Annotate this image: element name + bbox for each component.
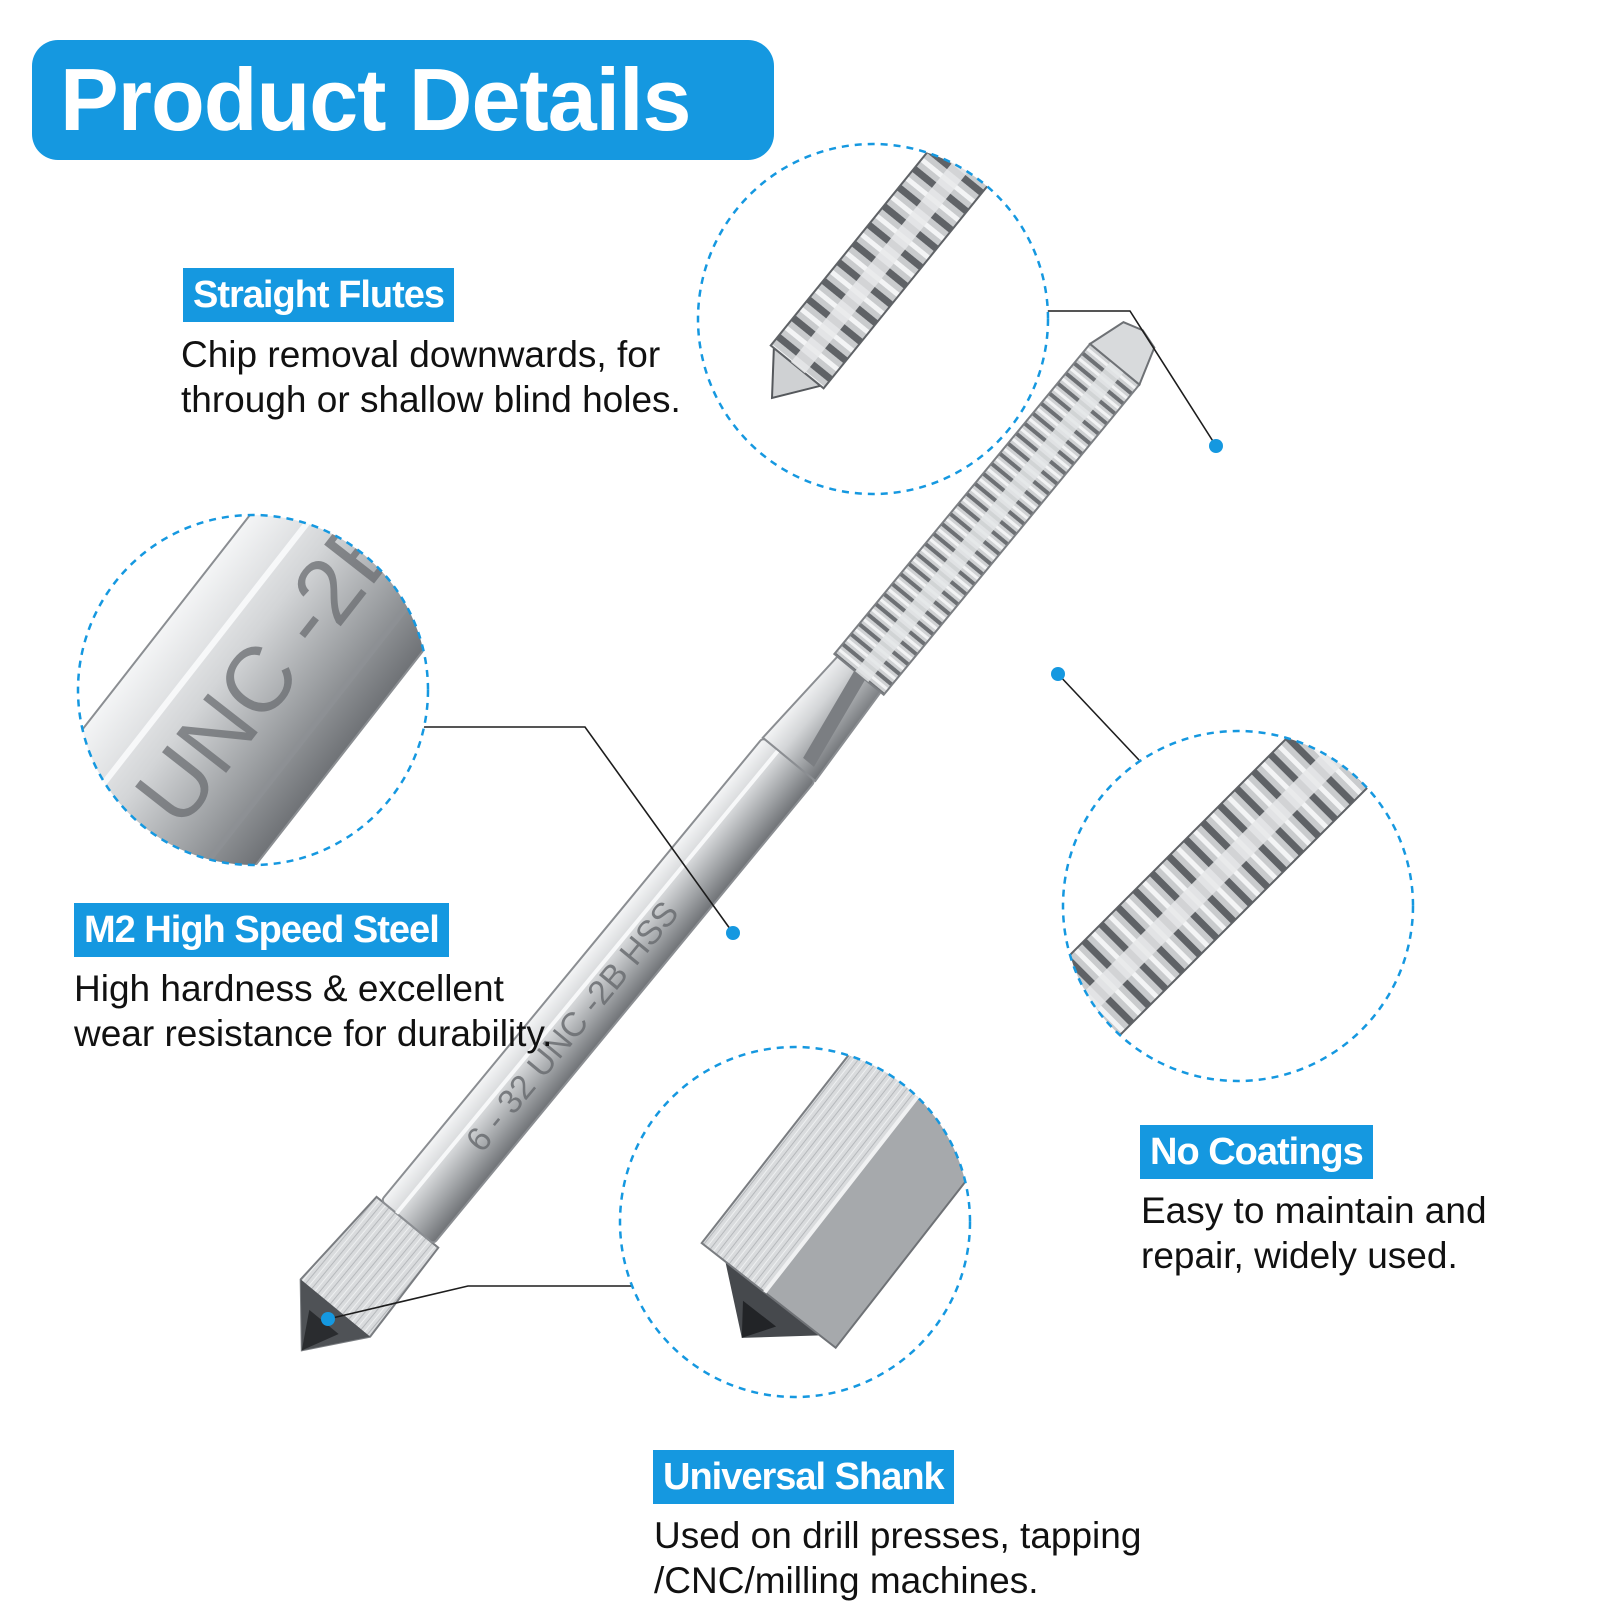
desc-line: Used on drill presses, tapping (654, 1515, 1142, 1556)
desc-line: /CNC/milling machines. (654, 1560, 1039, 1601)
desc-line: High hardness & excellent (74, 968, 504, 1009)
page-title-banner: Product Details (32, 40, 774, 160)
zoom-circle-thread-side (1063, 731, 1413, 1081)
feature-desc-universal-shank: Used on drill presses, tapping /CNC/mill… (654, 1513, 1141, 1603)
desc-line: through or shallow blind holes. (181, 379, 681, 420)
feature-desc-no-coatings: Easy to maintain and repair, widely used… (1141, 1188, 1487, 1278)
page-title: Product Details (60, 50, 691, 149)
zoom-circle-border (76, 513, 430, 867)
zoom-circle-shank-end (620, 1047, 970, 1397)
callout-dot (321, 439, 1223, 1326)
desc-line: Chip removal downwards, for (181, 334, 661, 375)
feature-desc-straight-flutes: Chip removal downwards, for through or s… (181, 332, 681, 422)
desc-line: repair, widely used. (1141, 1235, 1458, 1276)
zoom-circle-border (696, 142, 1050, 496)
zoom-circle-border (1061, 729, 1415, 1083)
zoom-circle-border (618, 1045, 972, 1399)
zoom-circle-shank-marking: UNC -2B H (78, 515, 428, 865)
desc-line: wear resistance for durability. (74, 1013, 553, 1054)
desc-line: Easy to maintain and (1141, 1190, 1487, 1231)
feature-desc-m2-steel: High hardness & excellent wear resistanc… (74, 966, 552, 1056)
feature-title-straight-flutes: Straight Flutes (183, 268, 455, 322)
callout-lines (327, 310, 1217, 1320)
feature-title-no-coatings: No Coatings (1140, 1125, 1373, 1179)
feature-title-universal-shank: Universal Shank (653, 1450, 954, 1504)
feature-title-m2-steel: M2 High Speed Steel (74, 903, 449, 957)
